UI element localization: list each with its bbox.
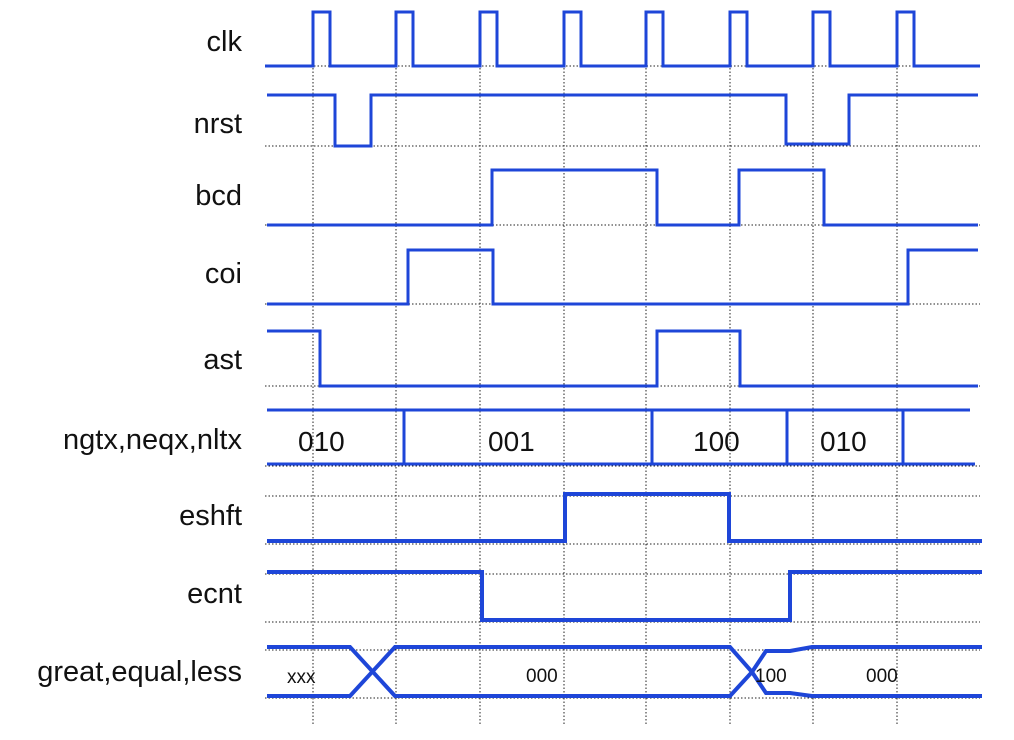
label-clk: clk bbox=[206, 26, 242, 58]
label-coi: coi bbox=[204, 258, 242, 290]
label-bcd: bcd bbox=[195, 180, 242, 212]
label-ecnt: ecnt bbox=[187, 578, 242, 610]
gel-value-1: 000 bbox=[526, 666, 558, 687]
label-great-equal-less: great,equal,less bbox=[37, 656, 242, 688]
label-ngtx-neqx-nltx: ngtx,neqx,nltx bbox=[63, 424, 242, 456]
wave-ecnt bbox=[267, 570, 982, 622]
wave-nrst bbox=[267, 93, 978, 148]
label-eshft: eshft bbox=[179, 500, 242, 532]
ngtx-value-0: 010 bbox=[298, 426, 345, 457]
wave-eshft bbox=[267, 492, 982, 543]
waveform-traces bbox=[265, 10, 982, 698]
label-nrst: nrst bbox=[193, 108, 242, 140]
label-ast: ast bbox=[203, 344, 242, 376]
wave-bcd bbox=[267, 168, 978, 227]
ngtx-value-3: 010 bbox=[820, 426, 867, 457]
gel-value-0: xxx bbox=[287, 667, 316, 688]
ngtx-value-1: 001 bbox=[488, 426, 535, 457]
gel-value-3: 000 bbox=[866, 666, 898, 687]
wave-coi bbox=[267, 248, 978, 306]
ngtx-value-2: 100 bbox=[693, 426, 740, 457]
wave-ast bbox=[267, 329, 978, 388]
gel-value-2: 100 bbox=[755, 666, 787, 687]
wave-clk bbox=[265, 10, 980, 68]
bus-gel-lower bbox=[267, 645, 982, 698]
